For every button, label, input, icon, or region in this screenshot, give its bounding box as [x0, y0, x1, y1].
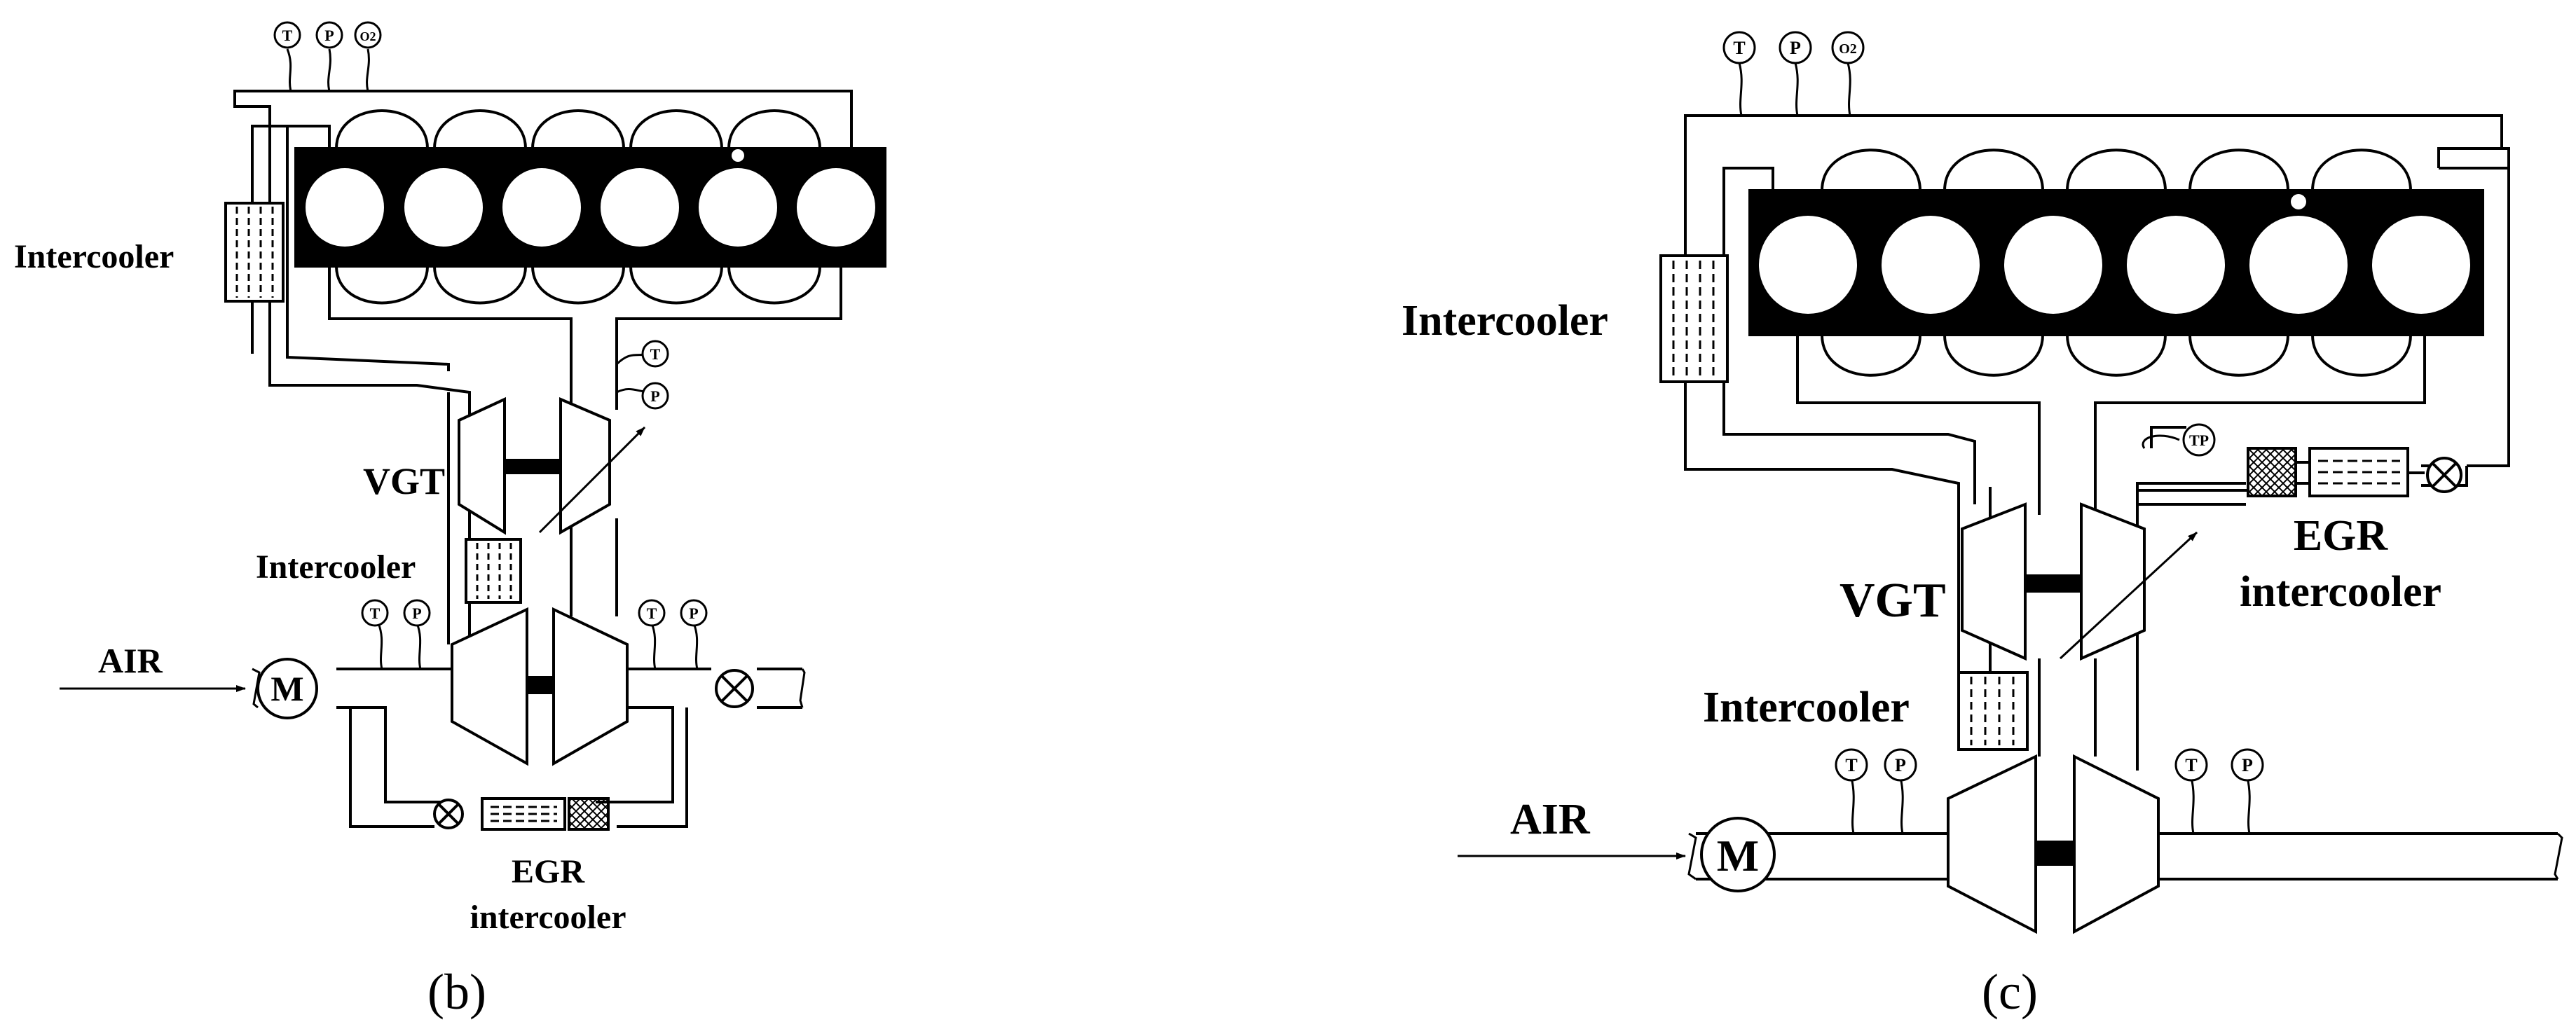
- label-egr-c: EGR: [2294, 512, 2389, 560]
- exhaust-valve-b: [715, 669, 754, 708]
- motor-c: [1700, 817, 1776, 892]
- vgt-shaft-c: [2025, 574, 2081, 593]
- label-air-c: AIR: [1510, 796, 1591, 843]
- panel-c: [1458, 62, 2563, 934]
- intake-lobes-c: [1821, 149, 2412, 191]
- svg-text:T: T: [650, 345, 661, 363]
- vgt-turbine-b: [559, 396, 611, 535]
- sensor-p-int-b: [403, 599, 431, 627]
- sensors-c: [1722, 31, 2264, 782]
- label-intercooler-main-c: Intercooler: [1402, 297, 1608, 345]
- engine-block-b: [294, 147, 886, 268]
- svg-text:P: P: [412, 605, 421, 622]
- sensors-b: [273, 21, 708, 627]
- egr-valve-c: [2426, 457, 2462, 493]
- label-vgt-c: VGT: [1839, 574, 1946, 628]
- svg-text:P: P: [324, 27, 334, 44]
- egr-intercooler-b: [481, 797, 610, 831]
- label-egr-intercooler-b: intercooler: [470, 899, 626, 936]
- sensor-t-out-c: [2174, 748, 2208, 782]
- cylinders-b: [306, 168, 875, 247]
- svg-text:O2: O2: [1839, 41, 1857, 57]
- turbo-lower-c: [1947, 754, 2160, 934]
- svg-text:TP: TP: [2189, 431, 2209, 449]
- svg-text:P: P: [650, 387, 659, 405]
- vgt-shaft-b: [505, 459, 561, 474]
- vgt-compressor-c: [1961, 502, 2027, 661]
- labels-c: Intercooler VGT Intercooler AIR M EGR in…: [1402, 297, 2441, 1020]
- label-intercooler-mid-c: Intercooler: [1703, 684, 1910, 731]
- exhaust-lobes-c: [1821, 334, 2412, 377]
- injector-dot-b: [732, 149, 744, 162]
- svg-text:T: T: [2185, 755, 2197, 775]
- label-air-b: AIR: [98, 641, 163, 680]
- sensor-t-top-c: [1722, 31, 1756, 64]
- sensor-t-int-c: [1835, 748, 1868, 782]
- intercooler-mid-b: [465, 538, 522, 604]
- sensor-labels-b: T P O2 T P T P T P: [282, 27, 699, 622]
- sensor-p-top-c: [1779, 31, 1812, 64]
- svg-text:O2: O2: [359, 29, 376, 43]
- panel-b: [60, 48, 886, 831]
- sensor-t-out-b: [638, 599, 666, 627]
- intercooler-mid-c: [1957, 671, 2029, 751]
- sensor-o2-top-c: [1831, 31, 1865, 64]
- sensor-p-exh-b: [641, 382, 669, 410]
- svg-text:T: T: [282, 27, 293, 44]
- vgt-adjust-arrow-b: [538, 426, 646, 534]
- vgt-turbine-c: [2080, 502, 2146, 661]
- egr-intercooler-c: [2247, 447, 2409, 497]
- caption-b: (b): [427, 964, 486, 1020]
- labels-b: Intercooler VGT Intercooler AIR M EGR in…: [14, 238, 626, 1020]
- svg-text:T: T: [370, 605, 381, 622]
- intake-lobes-b: [335, 109, 821, 149]
- label-egr-intercooler-c: intercooler: [2240, 568, 2441, 616]
- svg-text:P: P: [1895, 755, 1906, 775]
- engine-block-c: [1748, 189, 2484, 336]
- label-vgt-b: VGT: [363, 460, 445, 502]
- svg-text:P: P: [2242, 755, 2253, 775]
- sensor-t-top-b: [273, 21, 301, 49]
- vgt-compressor-b: [458, 396, 506, 535]
- injector-dot-c: [2291, 194, 2306, 209]
- sensor-tp-egr-c: [2182, 423, 2216, 457]
- sensor-labels-c: T P O2 TP T P T P: [1733, 38, 2253, 775]
- caption-c: (c): [1982, 964, 2038, 1020]
- sensor-p-int-c: [1884, 748, 1917, 782]
- sensor-p-out-b: [680, 599, 708, 627]
- svg-text:P: P: [689, 605, 698, 622]
- sensor-p-top-b: [315, 21, 343, 49]
- vgt-adjust-arrow-c: [2059, 531, 2198, 660]
- label-intercooler-main-b: Intercooler: [14, 238, 174, 275]
- sensor-t-int-b: [361, 599, 389, 627]
- sensor-t-exh-b: [641, 340, 669, 368]
- egr-valve-b: [433, 799, 464, 829]
- sensor-o2-top-b: [354, 21, 382, 49]
- label-motor-c: M: [1717, 831, 1759, 880]
- label-motor-b: M: [270, 669, 303, 708]
- turbo-lower-b: [451, 607, 629, 766]
- svg-text:T: T: [647, 605, 657, 622]
- svg-text:T: T: [1733, 38, 1745, 58]
- svg-text:T: T: [1845, 755, 1857, 775]
- motor-b: [256, 658, 318, 719]
- label-egr-b: EGR: [512, 853, 585, 890]
- cylinders-c: [1759, 216, 2470, 314]
- intercooler-main-c: [1659, 254, 1729, 383]
- exhaust-lobes-b: [335, 265, 821, 305]
- sensor-p-out-c: [2231, 748, 2264, 782]
- svg-text:P: P: [1790, 38, 1801, 58]
- intercooler-main-b: [224, 202, 285, 303]
- label-intercooler-mid-b: Intercooler: [256, 548, 416, 586]
